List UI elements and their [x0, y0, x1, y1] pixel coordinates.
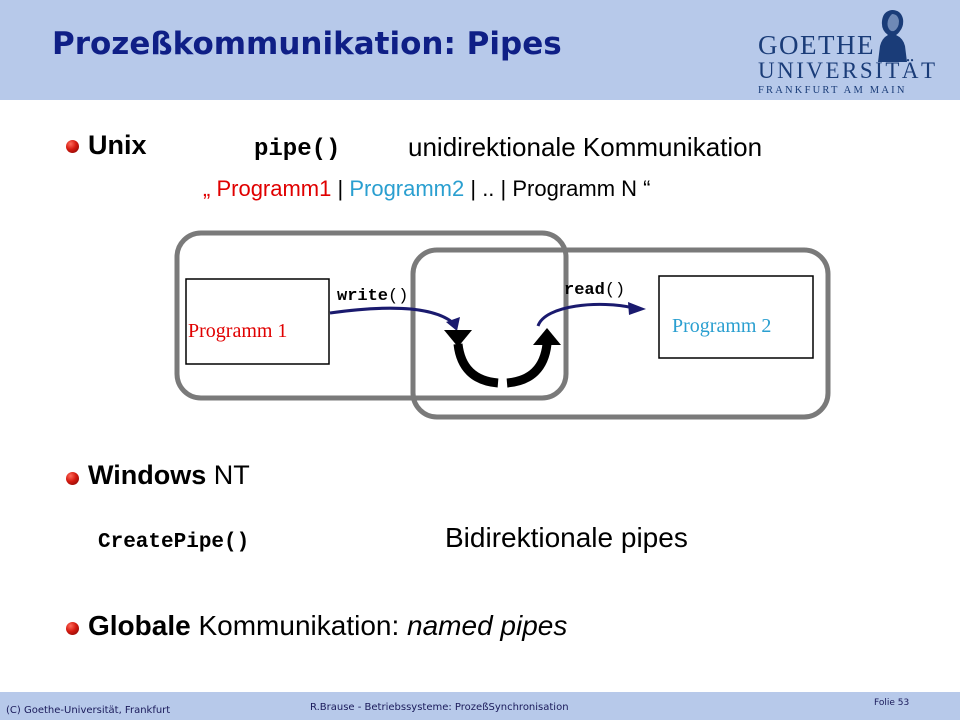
pipe-right-half — [506, 343, 552, 388]
write-call-parens: () — [388, 287, 408, 306]
write-call-label: write() — [337, 287, 408, 306]
program2-box — [658, 275, 814, 359]
goethe-portrait-icon — [878, 10, 907, 62]
footer-slide-number: Folie 53 — [874, 698, 909, 708]
unix-label: Unix — [88, 130, 147, 160]
program2-label: Programm 2 — [672, 315, 771, 337]
write-arrow-head-icon — [446, 317, 460, 331]
write-arrow — [329, 306, 453, 324]
footer-copyright: (C) Goethe-Universität, Frankfurt — [6, 705, 171, 716]
footer-course: R.Brause - Betriebssysteme: ProzeßSynchr… — [310, 702, 569, 713]
logo-line-1: GOETHE — [758, 30, 875, 60]
footer-folie-number: 53 — [897, 698, 910, 708]
windows-description: Bidirektionale pipes — [445, 522, 688, 553]
process-region-1 — [174, 230, 569, 401]
windows-createpipe-call: CreatePipe() — [98, 531, 250, 554]
read-arrow — [536, 302, 635, 327]
read-call-name: read — [564, 281, 605, 300]
pipe-output-triangle-icon — [533, 328, 561, 345]
university-logo: GOETHE UNIVERSITÄT FRANKFURT AM MAIN — [758, 8, 948, 96]
bullet-icon — [66, 472, 79, 485]
unix-command-line: „ Programm1 | Programm2 | .. | Programm … — [203, 176, 650, 202]
header-bar — [0, 0, 960, 100]
global-label: Globale — [88, 610, 191, 641]
cmd-program2: Programm2 — [349, 176, 465, 201]
bullet-icon — [66, 140, 79, 153]
global-italic: named pipes — [407, 610, 568, 641]
windows-label: Windows — [88, 460, 207, 490]
unix-description: unidirektionale Kommunikation — [408, 132, 763, 162]
footer-folie-label: Folie — [874, 698, 895, 708]
logo-line-3: FRANKFURT AM MAIN — [758, 85, 907, 96]
bullet-icon — [66, 622, 79, 635]
windows-suffix: NT — [206, 460, 250, 490]
unix-pipe-call: pipe() — [254, 136, 341, 163]
cmd-separator: | — [331, 176, 350, 201]
cmd-open-quote: „ — [203, 176, 217, 201]
program1-label: Programm 1 — [188, 320, 287, 342]
cmd-rest: | .. | Programm N “ — [464, 176, 651, 201]
read-arrow-head-icon — [628, 302, 646, 315]
program1-box — [185, 278, 330, 365]
global-line: Globale Kommunikation: named pipes — [88, 610, 567, 642]
global-text: Kommunikation: — [190, 610, 408, 641]
pipe-left-half — [453, 343, 499, 388]
footer-bar — [0, 692, 960, 720]
pipe-input-triangle-icon — [444, 330, 472, 347]
slide-title: Prozeßkommunikation: Pipes — [52, 26, 562, 62]
read-call-parens: () — [605, 281, 625, 300]
write-call-name: write — [337, 287, 388, 306]
logo-line-2: UNIVERSITÄT — [758, 58, 938, 83]
process-region-2 — [410, 247, 831, 420]
read-call-label: read() — [564, 281, 625, 300]
windows-line: Windows NT — [88, 460, 250, 491]
cmd-program1: Programm1 — [216, 176, 332, 201]
